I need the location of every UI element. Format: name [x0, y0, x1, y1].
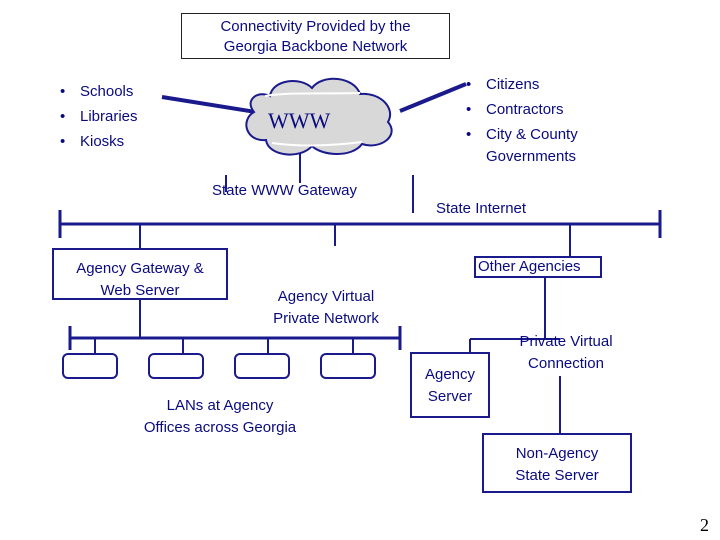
www-cloud-icon [245, 77, 393, 156]
lans-line1: LANs at Agency [166, 397, 274, 414]
right-audience-list: •Citizens •Contractors •City & County Go… [466, 72, 578, 167]
list-item: •Schools [60, 83, 134, 100]
agency-server-box: Agency Server [410, 352, 490, 418]
list-item: Governments [486, 148, 577, 165]
link-cloud-to-right [399, 82, 467, 113]
agency-gateway-box: Agency Gateway & Web Server [52, 248, 228, 300]
agency-vpn-line1: Agency Virtual [277, 288, 375, 305]
list-item: •Libraries [60, 108, 138, 125]
lan-node [148, 353, 204, 379]
list-item: •City & County [466, 126, 578, 143]
other-agencies-box: Other Agencies [474, 256, 602, 278]
agency-vpn-label: Agency Virtual Private Network [255, 286, 397, 330]
agency-server-line1: Agency [424, 366, 476, 383]
title-line1: Connectivity Provided by the [220, 18, 411, 35]
pvc-line1: Private Virtual [519, 333, 613, 350]
link-left-to-cloud [161, 95, 263, 115]
list-item: •Kiosks [60, 133, 125, 150]
title-line2: Georgia Backbone Network [223, 38, 408, 55]
page-number: 2 [700, 515, 709, 535]
agency-gateway-line1: Agency Gateway & [76, 260, 204, 277]
list-item: •Contractors [466, 101, 564, 118]
list-item: •Citizens [466, 76, 540, 93]
non-agency-line2: State Server [515, 467, 599, 484]
non-agency-line1: Non-Agency [515, 445, 599, 462]
state-www-gateway-label: State WWW Gateway [212, 182, 358, 199]
left-audience-list: •Schools •Libraries •Kiosks [60, 79, 138, 154]
title-box: Connectivity Provided by the Georgia Bac… [181, 13, 450, 59]
lan-node [320, 353, 376, 379]
lans-line2: Offices across Georgia [143, 419, 297, 436]
non-agency-server-box: Non-Agency State Server [482, 433, 632, 493]
lan-node [62, 353, 118, 379]
www-label: WWW [268, 108, 331, 133]
other-agencies-label: Other Agencies [478, 258, 581, 275]
agency-vpn-line2: Private Network [273, 310, 379, 327]
state-internet-label: State Internet [436, 200, 527, 217]
private-virtual-connection-label: Private Virtual Connection [498, 331, 634, 375]
lan-node [234, 353, 290, 379]
pvc-line2: Connection [528, 355, 604, 372]
lans-caption: LANs at Agency Offices across Georgia [120, 395, 320, 439]
agency-server-line2: Server [427, 388, 473, 405]
agency-gateway-line2: Web Server [100, 282, 180, 299]
